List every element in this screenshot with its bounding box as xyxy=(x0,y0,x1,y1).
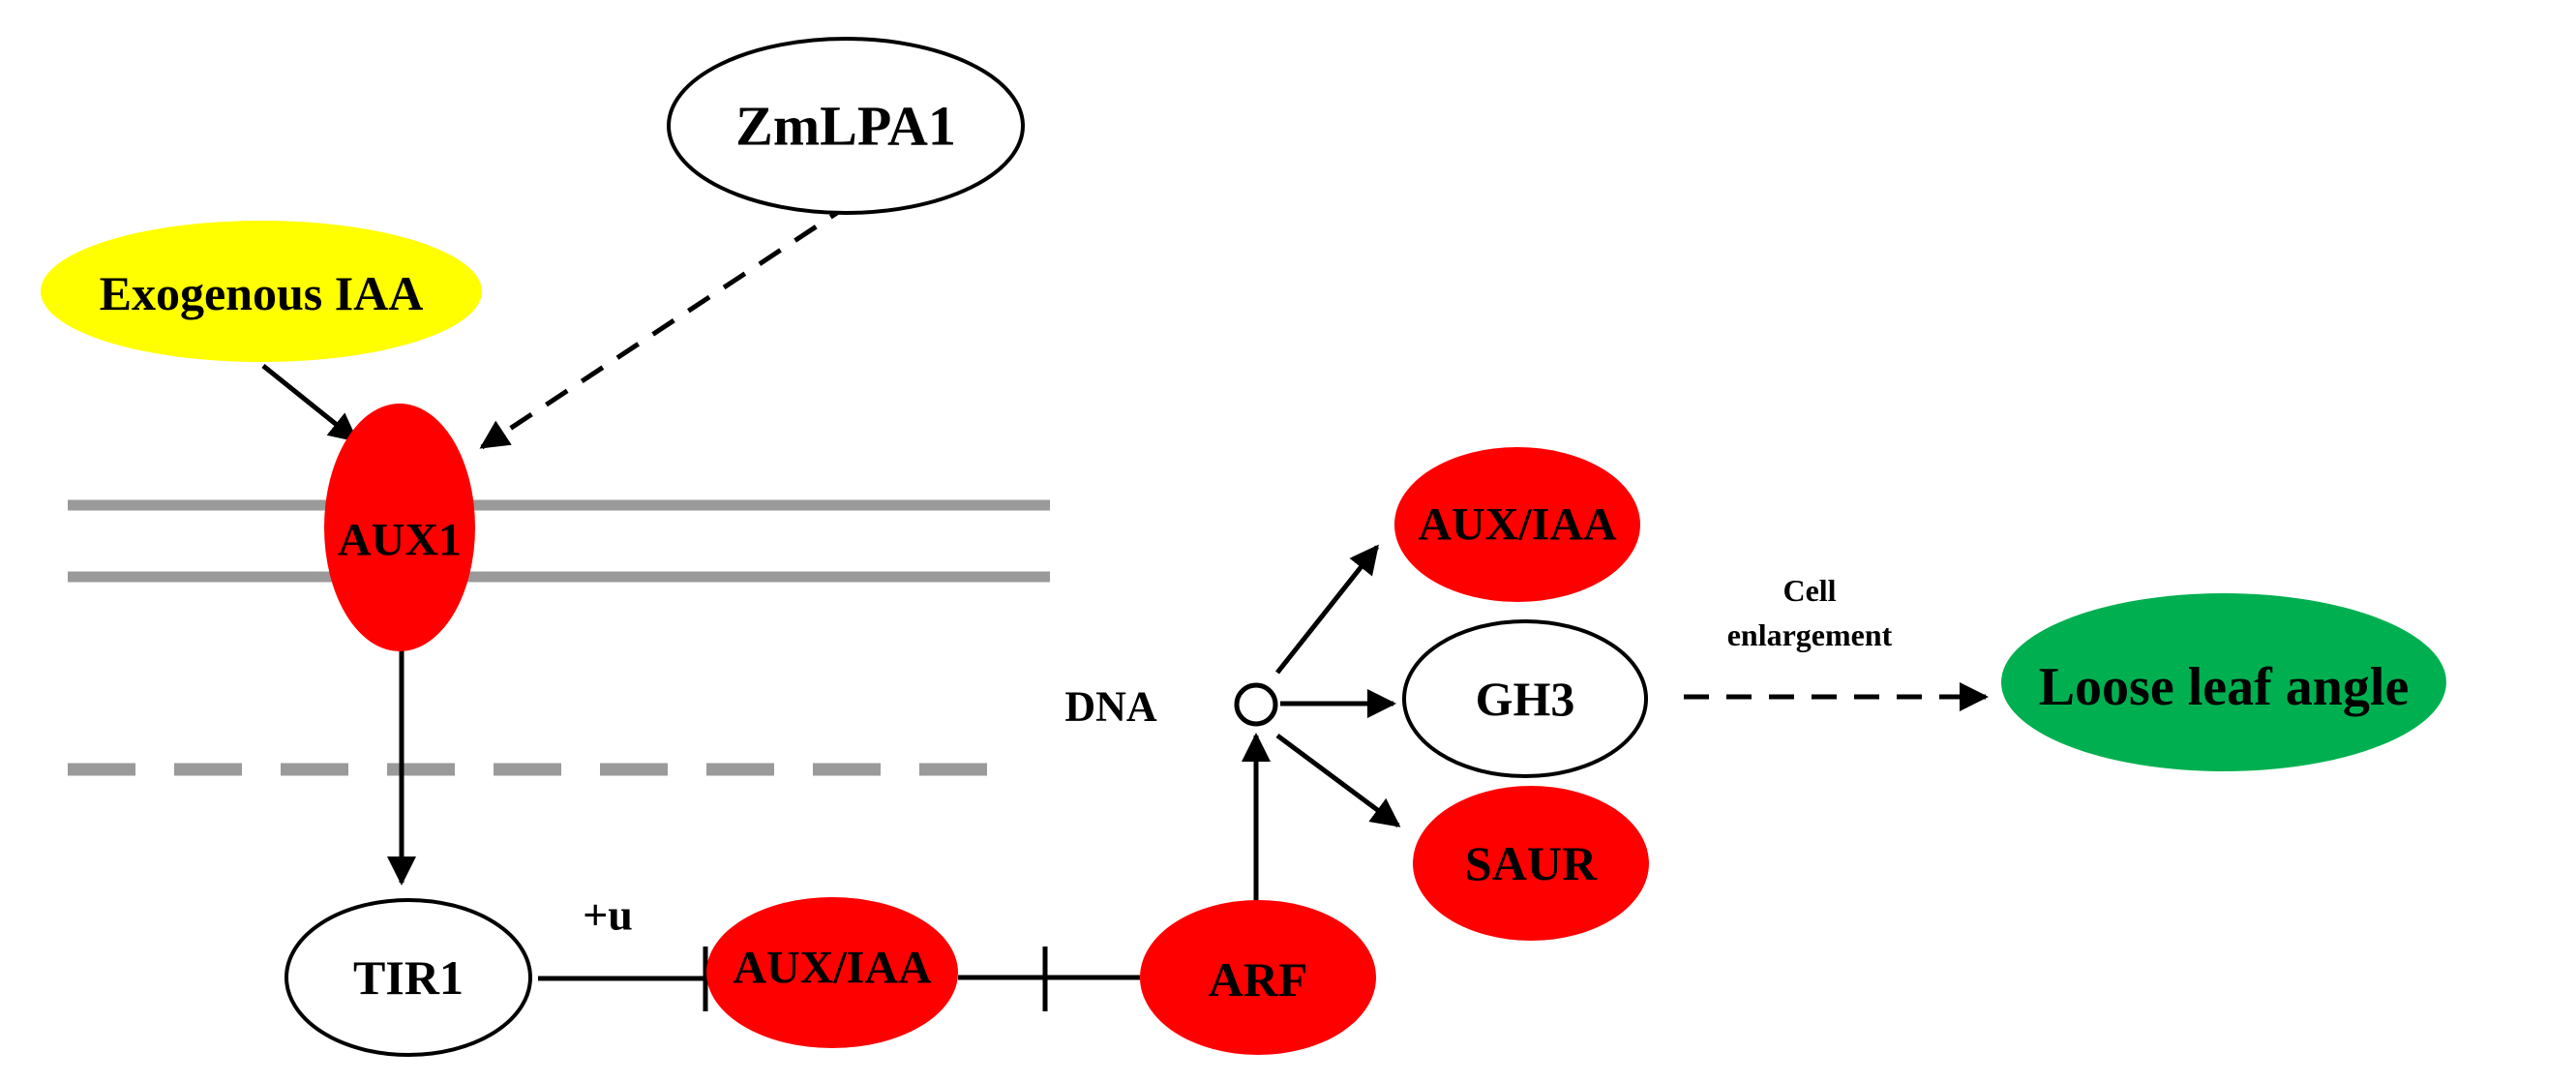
node-aux-iaa-lower-label: AUX/IAA xyxy=(733,943,932,994)
dna-circle xyxy=(1234,682,1278,727)
node-loose-leaf-angle-label: Loose leaf angle xyxy=(2039,657,2410,717)
arrow-iaa-to-aux1 xyxy=(261,364,359,442)
arrow-zmlpa1-to-aux1-dashed xyxy=(479,200,854,450)
node-zmlpa1: ZmLPA1 xyxy=(667,37,1025,215)
node-tir1: TIR1 xyxy=(285,898,532,1057)
dna-label: DNA xyxy=(1064,683,1157,731)
node-aux-iaa-lower: AUX/IAA xyxy=(706,897,958,1048)
ubiquitination-label: +u xyxy=(583,890,633,940)
arrow-dna-to-saur xyxy=(1275,733,1401,828)
node-saur-label: SAUR xyxy=(1465,836,1598,890)
node-aux1: AUX1 xyxy=(324,404,475,651)
node-aux-iaa-upper-label: AUX/IAA xyxy=(1418,499,1617,551)
node-exogenous-iaa-label: Exogenous IAA xyxy=(100,266,424,320)
enlargement-label: enlargement xyxy=(1727,617,1893,652)
node-saur: SAUR xyxy=(1413,786,1649,941)
node-tir1-label: TIR1 xyxy=(353,950,464,1005)
node-exogenous-iaa: Exogenous IAA xyxy=(41,221,482,362)
arrow-dna-to-auxiaa xyxy=(1275,544,1379,675)
node-aux-iaa-upper: AUX/IAA xyxy=(1394,447,1640,602)
node-zmlpa1-label: ZmLPA1 xyxy=(735,95,956,158)
node-arf: ARF xyxy=(1140,900,1376,1055)
node-gh3: GH3 xyxy=(1402,619,1648,778)
node-gh3-label: GH3 xyxy=(1476,672,1575,726)
node-arf-label: ARF xyxy=(1209,952,1308,1007)
cell-label: Cell xyxy=(1782,573,1836,608)
node-aux1-label: AUX1 xyxy=(338,515,462,566)
node-loose-leaf-angle: Loose leaf angle xyxy=(2001,593,2446,771)
